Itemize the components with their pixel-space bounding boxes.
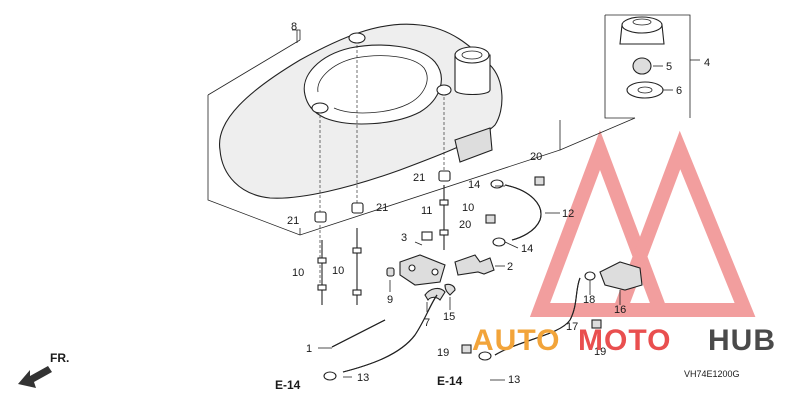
callout-10a: 10 [462,202,474,214]
watermark-part1: AUTO [472,324,560,357]
watermark-part2: MOTO [578,324,671,357]
callout-18: 18 [583,294,595,306]
fuel-valve-assembly [386,231,495,302]
watermark-text: AUTO MOTO HUB [472,324,776,357]
callout-8: 8 [291,21,297,33]
callout-20a: 20 [530,151,542,163]
callout-3: 3 [401,232,407,244]
callout-5: 5 [666,61,672,73]
callout-20b: 20 [459,219,471,231]
grommets-and-studs [314,170,451,305]
hose-clips [323,176,602,381]
callout-14a: 14 [468,179,480,191]
callout-21a: 21 [413,172,425,184]
callout-13b: 13 [508,374,520,386]
watermark-part3: HUB [708,324,776,357]
ref-e14-left: E-14 [275,378,301,392]
callout-19a: 19 [437,347,449,359]
callout-16: 16 [614,304,626,316]
callout-10b: 10 [292,267,304,279]
watermark-logo-triangles [529,130,756,317]
leader-lines [296,30,673,381]
callout-10c: 10 [332,265,344,277]
callout-15: 15 [443,311,455,323]
diagram-code: VH74E1200G [684,369,740,379]
front-direction-arrow: FR. [18,351,69,388]
callout-21b: 21 [287,215,299,227]
callout-14b: 14 [521,243,533,255]
callout-6: 6 [676,85,682,97]
callout-7: 7 [424,317,430,329]
callout-12: 12 [562,208,574,220]
callout-19b: 19 [594,346,606,358]
callout-1: 1 [306,343,312,355]
fuel-cap-assembly [559,14,700,151]
callout-21c: 21 [376,202,388,214]
fuel-tank [219,23,503,199]
ref-e14-right: E-14 [437,374,463,388]
front-label: FR. [50,351,69,365]
callout-11: 11 [421,205,432,217]
callout-17: 17 [566,321,578,333]
fuel-hoses [331,184,643,373]
callout-labels: 8 4 5 6 20 21 14 21 21 11 10 12 20 3 14 … [287,21,710,386]
callout-4: 4 [704,57,710,69]
callout-9: 9 [387,294,393,306]
callout-13a: 13 [357,372,369,384]
callout-2: 2 [507,261,513,273]
assembly-bracket [207,29,561,236]
